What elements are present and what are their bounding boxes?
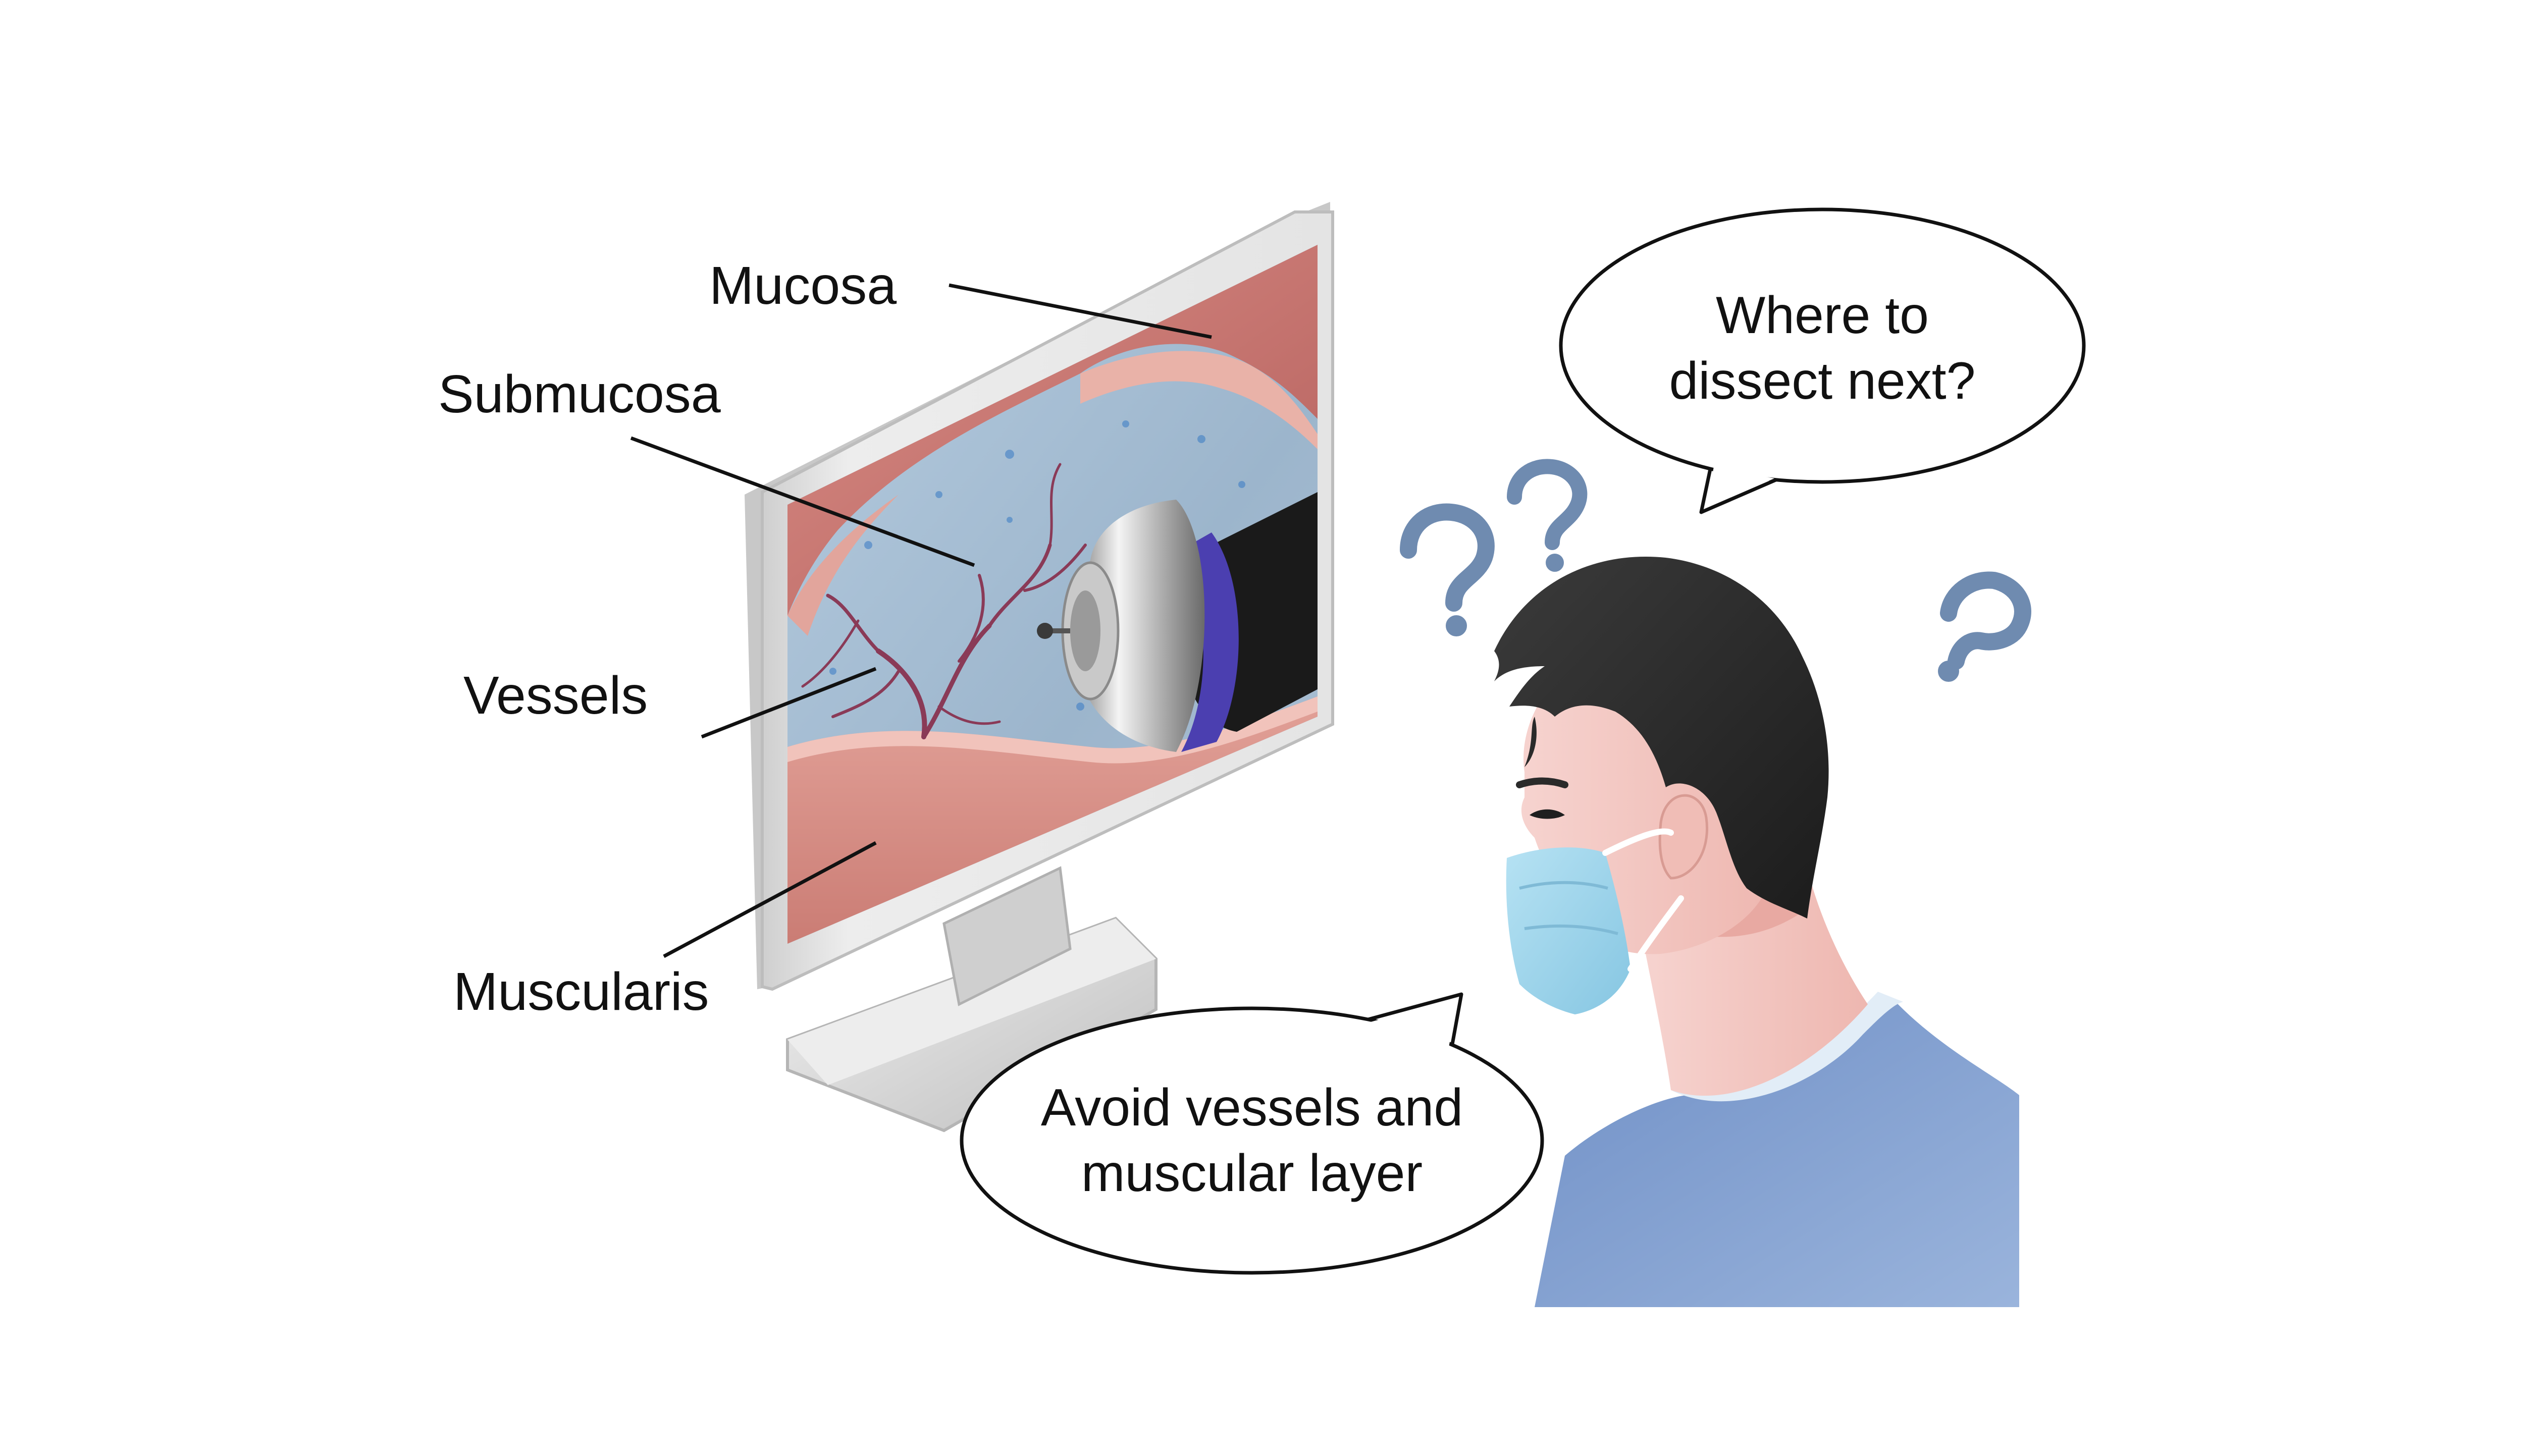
label-submucosa: Submucosa: [438, 364, 721, 424]
question-mark-right: [1938, 571, 2031, 682]
question-mark-left: [1400, 503, 1495, 636]
question-mark-icon: [1400, 459, 2031, 682]
label-muscularis: Muscularis: [453, 962, 709, 1021]
monitor-neck: [942, 866, 1072, 1006]
instrument-band: [1176, 532, 1239, 752]
label-mucosa: Mucosa: [709, 256, 897, 315]
doctor-figure: [1494, 556, 2019, 1307]
question-mark-middle: [1507, 459, 1588, 572]
bubble-advice-text: Avoid vessels and muscular layer: [969, 1075, 1535, 1206]
vessels-network: [801, 463, 1087, 739]
bubble-advice-line1: Avoid vessels and: [1040, 1078, 1463, 1137]
endoscope-icon: [1037, 484, 1318, 752]
dye-spots: [829, 420, 1245, 711]
bubble-question-line2: dissect next?: [1669, 352, 1976, 410]
eye: [1530, 809, 1565, 819]
hair: [1494, 556, 1829, 919]
mask-strap: [1602, 828, 1684, 972]
leader-mucosa: [949, 283, 1212, 339]
speech-bubble-question: [1559, 207, 2086, 514]
leader-muscularis: [663, 841, 877, 958]
mucosa-region: [787, 245, 1318, 616]
label-vessels: Vessels: [463, 666, 648, 725]
monitor-icon: [745, 202, 1334, 1133]
shirt: [1535, 999, 2019, 1307]
leader-submucosa: [630, 436, 975, 567]
bubble-question-line1: Where to: [1716, 286, 1929, 345]
ear: [1658, 794, 1708, 880]
mask-icon: [1506, 847, 1631, 1014]
leader-vessels: [701, 667, 877, 739]
bubble-question-text: Where to dissect next?: [1565, 283, 2080, 414]
eyebrow: [1516, 777, 1568, 788]
leader-lines: [630, 283, 1212, 958]
speech-bubble-advice: [960, 992, 1544, 1275]
bubble-advice-line2: muscular layer: [1081, 1144, 1423, 1203]
